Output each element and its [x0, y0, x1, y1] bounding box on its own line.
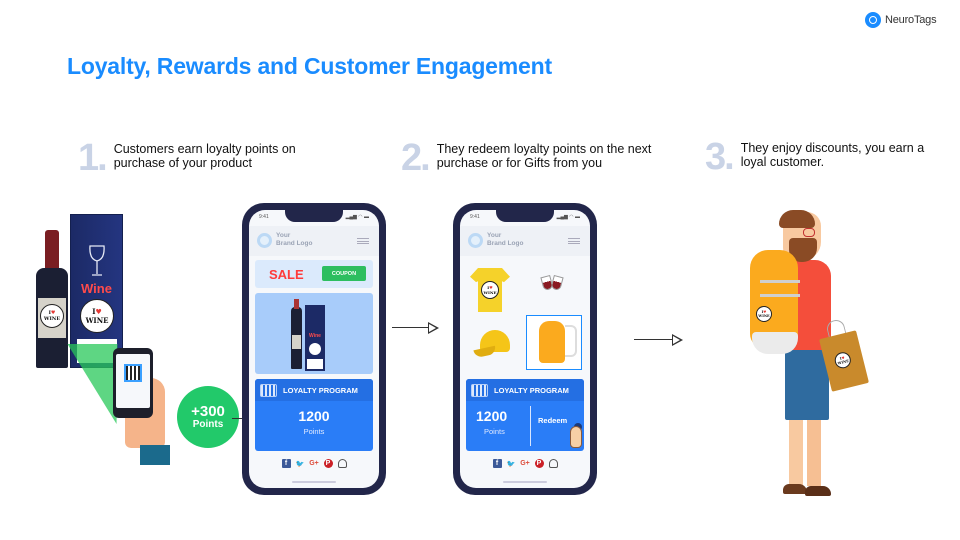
- loyalty-program-card: LOYALTY PROGRAM 1200 Points: [255, 379, 373, 451]
- facebook-icon[interactable]: f: [492, 459, 502, 468]
- scanning-phone-illustration: [113, 348, 153, 418]
- step-text: They redeem loyalty points on the next p…: [436, 142, 652, 170]
- points-balance-label: Points: [484, 427, 505, 436]
- wine-box-illustration: Wine I♥ WINE: [70, 214, 123, 368]
- status-time: 9:41: [259, 214, 269, 220]
- sale-banner[interactable]: SALE COUPON: [255, 260, 373, 288]
- gift-cap[interactable]: [473, 328, 512, 359]
- points-balance: 1200: [476, 408, 508, 424]
- brand-logo-text: Your Brand Logo: [487, 232, 524, 247]
- pinterest-icon[interactable]: P: [534, 459, 544, 468]
- loyalty-title: LOYALTY PROGRAM: [494, 385, 569, 395]
- home-indicator: [503, 481, 547, 483]
- social-links: f 🐦 G+ P: [460, 459, 590, 468]
- step-1: 1. Customers earn loyalty points on purc…: [78, 137, 314, 179]
- step-text: They enjoy discounts, you earn a loyal c…: [740, 141, 925, 169]
- coupon-button[interactable]: COUPON: [322, 266, 366, 281]
- phone-redeem-points: 9:41 ▂▄▆ ◠ ▬ Your Brand Logo I♥ WINE: [453, 203, 597, 495]
- home-indicator: [292, 481, 336, 483]
- sale-text: SALE: [269, 267, 304, 282]
- step-2: 2. They redeem loyalty points on the nex…: [401, 137, 652, 179]
- qr-code-label: [77, 339, 117, 363]
- box-wine-label: Wine: [81, 281, 112, 296]
- gift-icon: [471, 383, 488, 397]
- sleeve-illustration: [140, 445, 170, 465]
- snapchat-icon[interactable]: [548, 459, 558, 468]
- loyal-customer-illustration: I♥ WINE I♥ WINE: [745, 210, 875, 502]
- i-love-wine-badge: I♥ WINE: [756, 306, 772, 322]
- glasses-icon: [803, 228, 815, 237]
- arrow-right-icon: [634, 334, 684, 346]
- status-icons: ▂▄▆ ◠ ▬: [556, 214, 580, 220]
- brand-name: NeuroTags: [885, 14, 937, 26]
- step-number: 3.: [705, 136, 735, 178]
- gift-tshirt[interactable]: I♥ WINE: [470, 268, 510, 312]
- i-love-wine-badge: I♥ WINE: [481, 281, 499, 299]
- points-amount: +300: [191, 403, 225, 420]
- twitter-icon[interactable]: 🐦: [506, 460, 516, 468]
- points-balance: 1200: [298, 408, 330, 424]
- wine-bottle-illustration: I♥ WINE: [36, 230, 68, 368]
- snapchat-icon[interactable]: [337, 459, 347, 468]
- step-3: 3. They enjoy discounts, you earn a loya…: [705, 136, 951, 178]
- step-number: 2.: [401, 137, 431, 179]
- backpack-illustration: I♥ WINE: [750, 250, 800, 348]
- points-balance-label: Points: [303, 427, 325, 436]
- points-earned-bubble: +300 Points: [177, 386, 239, 448]
- i-love-wine-badge: I♥ WINE: [80, 299, 114, 333]
- loyalty-program-card: LOYALTY PROGRAM 1200 Points Redeem: [466, 379, 584, 451]
- app-header: Your Brand Logo: [249, 226, 379, 256]
- pointer-hand-icon: [570, 426, 582, 448]
- i-love-wine-badge: I♥ WINE: [833, 350, 853, 370]
- facebook-icon[interactable]: f: [281, 459, 291, 468]
- neurotags-brand: NeuroTags: [865, 12, 937, 28]
- pinterest-icon[interactable]: P: [323, 459, 333, 468]
- neurotags-logo-icon: [865, 12, 881, 28]
- phone-earn-points: 9:41 ▂▄▆ ◠ ▬ Your Brand Logo SALE COUPON…: [242, 203, 386, 495]
- product-image-panel: Wine: [255, 293, 373, 374]
- points-label: Points: [192, 419, 224, 430]
- status-time: 9:41: [470, 214, 480, 220]
- brand-logo-placeholder-icon: [257, 233, 272, 248]
- step-text: Customers earn loyalty points on purchas…: [113, 142, 296, 170]
- wine-box-image: Wine: [305, 305, 325, 371]
- google-plus-icon[interactable]: G+: [520, 460, 530, 467]
- qr-code-icon: [124, 364, 142, 382]
- redeem-button[interactable]: Redeem: [538, 416, 568, 425]
- loyalty-title: LOYALTY PROGRAM: [283, 385, 358, 395]
- hamburger-menu-icon[interactable]: [357, 238, 369, 244]
- status-icons: ▂▄▆ ◠ ▬: [345, 214, 369, 220]
- gift-catalog: I♥ WINE: [460, 260, 590, 372]
- arrow-right-icon: [392, 322, 440, 334]
- gift-wine-glasses[interactable]: [540, 272, 566, 304]
- hamburger-menu-icon[interactable]: [568, 238, 580, 244]
- step-number: 1.: [78, 137, 108, 179]
- wine-glass-icon: [89, 245, 105, 276]
- social-links: f 🐦 G+ P: [249, 459, 379, 468]
- brand-logo-text: Your Brand Logo: [276, 232, 313, 247]
- app-header: Your Brand Logo: [460, 226, 590, 256]
- gift-backpack-selected[interactable]: [526, 315, 582, 370]
- gift-icon: [260, 383, 277, 397]
- divider: [530, 406, 531, 446]
- page-title: Loyalty, Rewards and Customer Engagement: [67, 53, 552, 79]
- twitter-icon[interactable]: 🐦: [295, 460, 305, 468]
- wine-bottle-image: [291, 299, 302, 369]
- i-love-wine-badge: I♥ WINE: [40, 304, 64, 328]
- google-plus-icon[interactable]: G+: [309, 460, 319, 467]
- brand-logo-placeholder-icon: [468, 233, 483, 248]
